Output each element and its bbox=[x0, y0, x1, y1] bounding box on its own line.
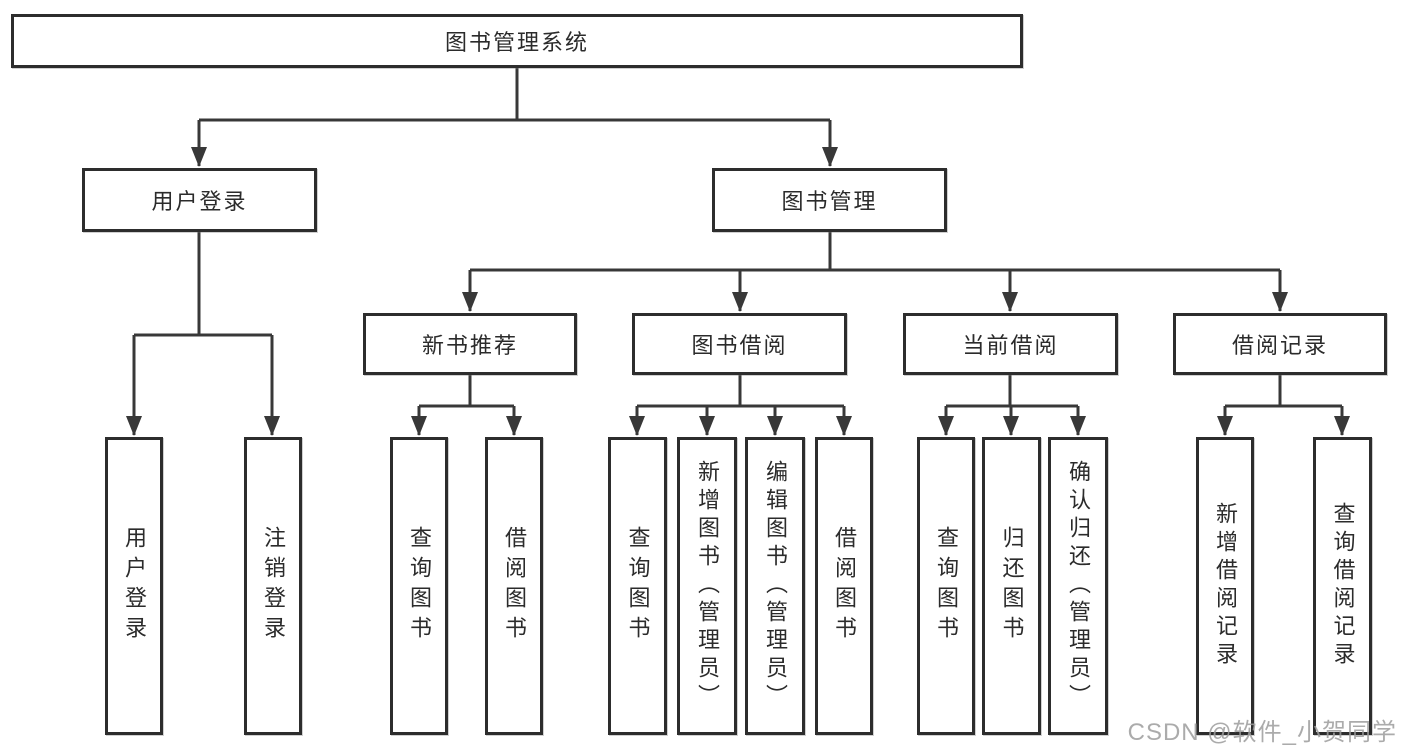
node-current-borrow: 当前借阅 bbox=[903, 313, 1118, 375]
leaf-recommend-query-book: 查询图书 bbox=[390, 437, 448, 735]
node-borrow-record: 借阅记录 bbox=[1173, 313, 1387, 375]
leaf-borrow-edit-book-admin: 编辑图书（管理员） bbox=[745, 437, 805, 735]
leaf-borrow-query-book: 查询图书 bbox=[608, 437, 667, 735]
node-root-system: 图书管理系统 bbox=[11, 14, 1023, 68]
node-new-book-recommend: 新书推荐 bbox=[363, 313, 577, 375]
leaf-current-return-book: 归还图书 bbox=[982, 437, 1041, 735]
node-book-borrow: 图书借阅 bbox=[632, 313, 847, 375]
leaf-borrow-add-book-admin: 新增图书（管理员） bbox=[677, 437, 737, 735]
leaf-borrow-borrow-book: 借阅图书 bbox=[815, 437, 873, 735]
leaf-current-confirm-return-admin: 确认归还（管理员） bbox=[1048, 437, 1108, 735]
leaf-record-add-borrow-record: 新增借阅记录 bbox=[1196, 437, 1254, 735]
leaf-user-login: 用户登录 bbox=[105, 437, 163, 735]
csdn-watermark: CSDN @软件_小贺同学 bbox=[1127, 719, 1397, 746]
leaf-current-query-book: 查询图书 bbox=[917, 437, 975, 735]
node-book-management: 图书管理 bbox=[712, 168, 947, 232]
leaf-record-query-borrow-record: 查询借阅记录 bbox=[1313, 437, 1372, 735]
leaf-recommend-borrow-book: 借阅图书 bbox=[485, 437, 543, 735]
node-user-login: 用户登录 bbox=[82, 168, 317, 232]
leaf-logout: 注销登录 bbox=[244, 437, 302, 735]
